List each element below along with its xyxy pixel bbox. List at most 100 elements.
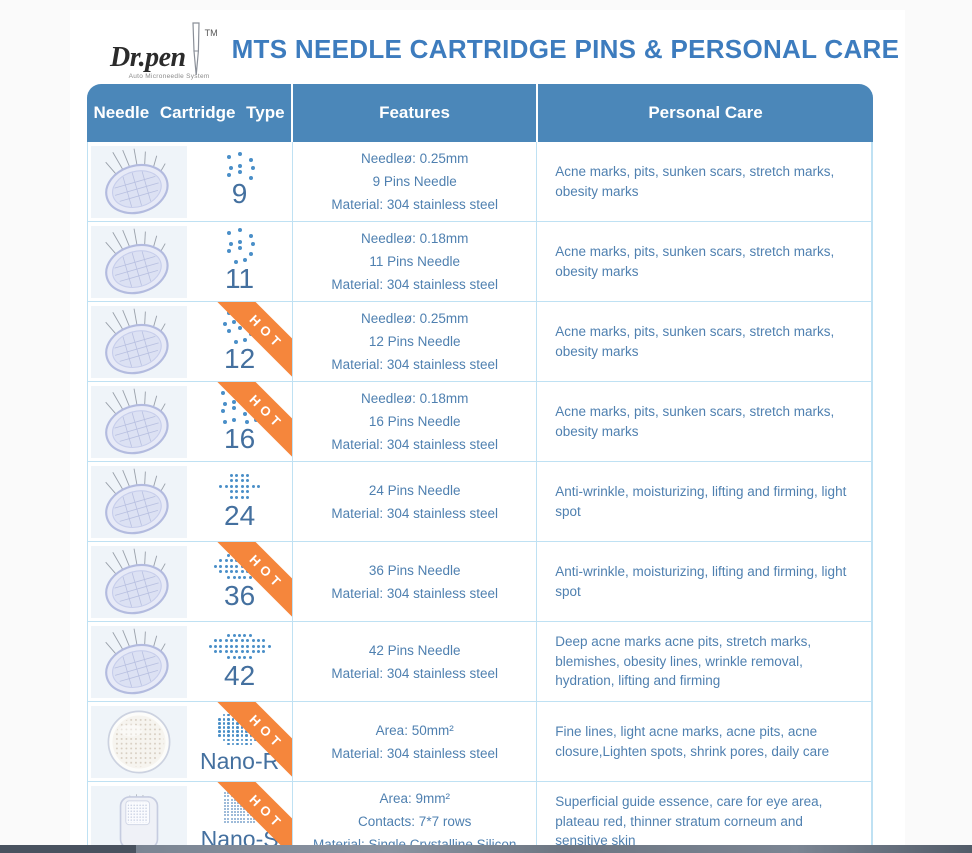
pin-dot — [227, 575, 231, 579]
pin-dot — [226, 248, 231, 253]
pin-pattern-icon — [223, 152, 256, 180]
trademark-symbol: TM — [204, 28, 218, 38]
pin-dot — [236, 726, 239, 729]
pin-dot — [222, 713, 226, 717]
type-block: 9 — [187, 152, 292, 208]
pin-dot — [224, 798, 227, 801]
pin-dot — [230, 639, 234, 642]
feature-line: Needleø: 0.25mm — [361, 151, 469, 166]
pin-dot — [262, 644, 266, 648]
pin-dot — [224, 570, 228, 573]
pin-dot — [232, 319, 237, 324]
pin-dot — [221, 390, 226, 395]
pin-dot — [246, 484, 250, 488]
pin-dot — [236, 804, 239, 807]
cartridge-table: Needle Cartridge Type Features Personal … — [87, 84, 873, 853]
pin-dot — [237, 164, 242, 168]
pin-dot — [224, 817, 227, 820]
pin-row — [223, 239, 256, 246]
pin-dot — [251, 484, 255, 488]
pin-row — [229, 257, 251, 264]
cell-personal-care: Deep acne marks acne pits, stretch marks… — [537, 622, 871, 701]
pin-dot — [227, 553, 231, 557]
cell-personal-care: Acne marks, pits, sunken scars, stretch … — [537, 382, 871, 461]
pin-dot — [236, 722, 239, 725]
pin-dot — [223, 401, 228, 406]
pin-dot — [221, 408, 226, 413]
pin-dot — [219, 639, 223, 642]
cartridge-image-round — [91, 625, 187, 698]
personal-care-text: Fine lines, light acne marks, acne pits,… — [555, 723, 830, 759]
cartridge-image-square — [91, 785, 187, 853]
pin-dot — [222, 726, 226, 729]
pin-dot — [219, 564, 223, 568]
pin-dot — [230, 559, 234, 562]
pin-dot — [236, 730, 239, 733]
feature-line: Material: 304 stainless steel — [331, 357, 498, 372]
pin-dot — [227, 804, 230, 807]
pin-dot — [238, 655, 242, 659]
pin-dot — [251, 644, 255, 648]
pin-dot — [240, 726, 244, 729]
personal-care-text: Acne marks, pits, sunken scars, stretch … — [555, 403, 835, 439]
pin-dot — [230, 564, 234, 568]
pin-dot — [262, 650, 266, 653]
pin-dot — [249, 738, 253, 742]
feature-line: Material: 304 stainless steel — [331, 665, 498, 681]
pin-dot — [222, 722, 226, 725]
pin-dot — [248, 655, 252, 659]
pin-dot — [240, 738, 244, 742]
pin-dot — [224, 650, 228, 653]
cell-personal-care: Superficial guide essence, care for eye … — [537, 782, 871, 853]
pin-dot — [230, 817, 233, 820]
type-block: 24 — [187, 473, 292, 530]
pin-dot — [243, 337, 248, 342]
pin-dot — [213, 564, 217, 568]
pin-row — [229, 490, 251, 493]
pin-dot — [240, 484, 244, 488]
pin-dot — [248, 251, 253, 256]
type-block: 11 — [187, 227, 292, 294]
pin-dot — [230, 570, 234, 573]
pin-dot — [233, 814, 236, 817]
pin-dot — [230, 650, 234, 653]
pin-dot — [213, 650, 217, 653]
pin-dot — [230, 820, 233, 823]
pin-dot — [226, 328, 231, 333]
cartridge-type-label: 16 — [224, 422, 256, 454]
pin-row — [229, 495, 251, 499]
feature-line: Needleø: 0.18mm — [361, 391, 469, 406]
pin-dot — [234, 339, 239, 344]
pin-dot — [236, 734, 239, 737]
feature-line: 12 Pins Needle — [368, 334, 461, 349]
pin-dot — [235, 479, 239, 482]
cartridge-type-label: 11 — [225, 262, 255, 294]
pin-dot — [248, 233, 253, 238]
pin-dot — [251, 639, 255, 642]
pin-dot — [230, 811, 233, 814]
pin-dot — [224, 639, 228, 642]
pin-dot — [237, 170, 242, 174]
cell-cartridge-type: Nano-S HOT — [88, 782, 294, 853]
pin-dot — [230, 484, 234, 488]
pin-dot — [231, 718, 235, 721]
pin-dot — [246, 650, 250, 653]
pin-dot — [230, 801, 233, 804]
pin-dot — [240, 814, 243, 817]
pin-dot — [224, 814, 227, 817]
pin-dot — [246, 639, 250, 642]
pin-dot — [224, 564, 228, 568]
pin-dot — [240, 644, 244, 648]
pin-dot — [236, 742, 239, 746]
personal-care-text: Acne marks, pits, sunken scars, stretch … — [555, 163, 835, 199]
pin-dot — [233, 817, 236, 820]
cartridge-image-round — [91, 385, 187, 458]
pin-dot — [230, 814, 233, 817]
pin-dot — [235, 570, 239, 573]
